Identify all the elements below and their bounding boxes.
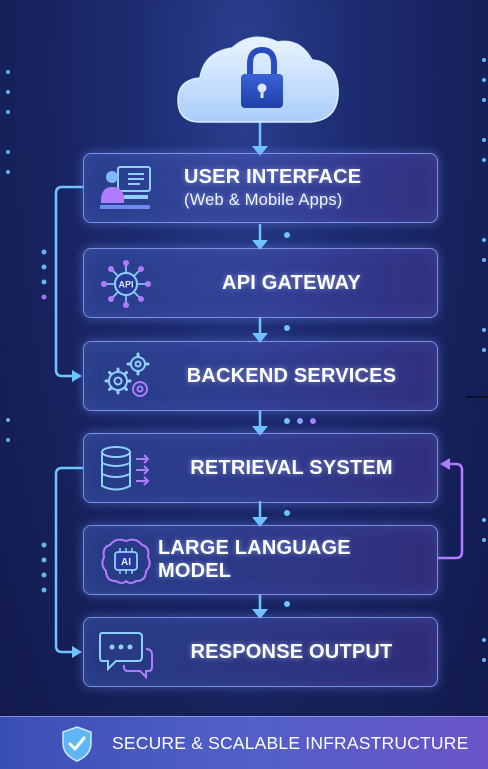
- svg-text:API: API: [118, 280, 133, 290]
- ai-brain-icon: AI: [101, 538, 151, 584]
- chat-bubbles-icon: [99, 632, 153, 679]
- node-response-output: RESPONSE OUTPUT: [83, 617, 438, 687]
- shield-check-icon: [62, 726, 92, 762]
- gears-icon: [104, 352, 150, 397]
- node-title-text: RETRIEVAL SYSTEM: [190, 456, 393, 479]
- node-title: LARGE LANGUAGE MODEL: [158, 526, 429, 594]
- user-at-computer-icon: [100, 166, 151, 209]
- node-subtitle: (Web & Mobile Apps): [184, 191, 343, 209]
- node-title: RESPONSE OUTPUT: [154, 618, 429, 686]
- node-title: RETRIEVAL SYSTEM: [154, 434, 429, 502]
- footer-banner: SECURE & SCALABLE INFRASTRUCTURE: [0, 716, 488, 769]
- flow-arrows: [252, 122, 268, 619]
- arrow-dots: [284, 232, 316, 607]
- database-icon: [101, 446, 150, 491]
- node-title-text: API GATEWAY: [222, 271, 361, 294]
- node-title-text: USER INTERFACE: [184, 166, 362, 188]
- footer-text: SECURE & SCALABLE INFRASTRUCTURE: [112, 733, 469, 753]
- loop-ui-backend: [54, 185, 83, 378]
- loop-llm-retrieval: [438, 462, 464, 560]
- node-large-language-model: AI LARGE LANGUAGE MODEL: [83, 525, 438, 595]
- node-title-text: LARGE LANGUAGE MODEL: [158, 537, 351, 582]
- loop-retrieval-output: [54, 466, 83, 654]
- node-user-interface: USER INTERFACE (Web & Mobile Apps): [83, 153, 438, 223]
- node-title-text: RESPONSE OUTPUT: [190, 640, 393, 663]
- node-api-gateway: API API GATEWAY: [83, 248, 438, 318]
- node-title: API GATEWAY: [154, 249, 429, 317]
- node-title: USER INTERFACE (Web & Mobile Apps): [184, 154, 429, 222]
- node-title-text: BACKEND SERVICES: [186, 364, 397, 387]
- cloud-lock-icon: [177, 36, 339, 123]
- left-dots: [3, 70, 47, 745]
- node-title: BACKEND SERVICES: [154, 342, 429, 410]
- api-hub-icon: API: [101, 260, 151, 308]
- svg-text:AI: AI: [121, 557, 131, 568]
- right-dots: [482, 58, 486, 662]
- node-backend-services: BACKEND SERVICES: [83, 341, 438, 411]
- node-retrieval-system: RETRIEVAL SYSTEM: [83, 433, 438, 503]
